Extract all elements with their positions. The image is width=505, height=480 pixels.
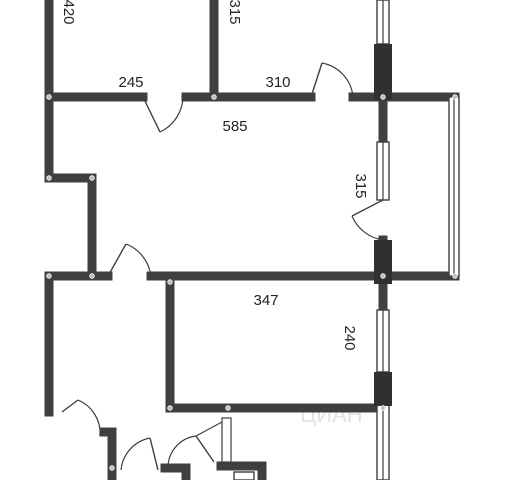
door-hallway[interactable]	[107, 243, 152, 277]
dimension-label: 240	[341, 325, 358, 350]
window-bottom	[233, 471, 255, 480]
wall-nodes	[46, 94, 458, 471]
door-stub	[221, 417, 232, 463]
wall-bottom-stub-right	[216, 461, 267, 480]
dimension-label: 315	[226, 0, 243, 25]
wall-left-middle	[44, 92, 97, 281]
wall-bottom-stub-left	[99, 427, 117, 480]
door-bathroom[interactable]	[120, 421, 223, 471]
dimension-label: 420	[60, 0, 77, 25]
dimension-label: 585	[222, 118, 247, 135]
dimension-label: 310	[265, 74, 290, 91]
door-lower-left[interactable]	[61, 399, 101, 437]
door-top-left-room[interactable]	[142, 96, 184, 133]
walls	[44, 0, 460, 480]
dimension-label: 315	[352, 173, 369, 198]
door-balcony[interactable]	[351, 199, 384, 241]
wall-bottom-stub-mid	[160, 463, 191, 480]
dimension-label: 347	[253, 292, 278, 309]
door-top-mid-room[interactable]	[310, 62, 354, 98]
doors	[61, 62, 384, 471]
windows	[233, 0, 460, 480]
wall-bedroom-left	[165, 277, 233, 413]
dimension-labels: 420 315 245 310 585 315 347 240	[60, 0, 369, 351]
dimension-label: 245	[118, 74, 143, 91]
